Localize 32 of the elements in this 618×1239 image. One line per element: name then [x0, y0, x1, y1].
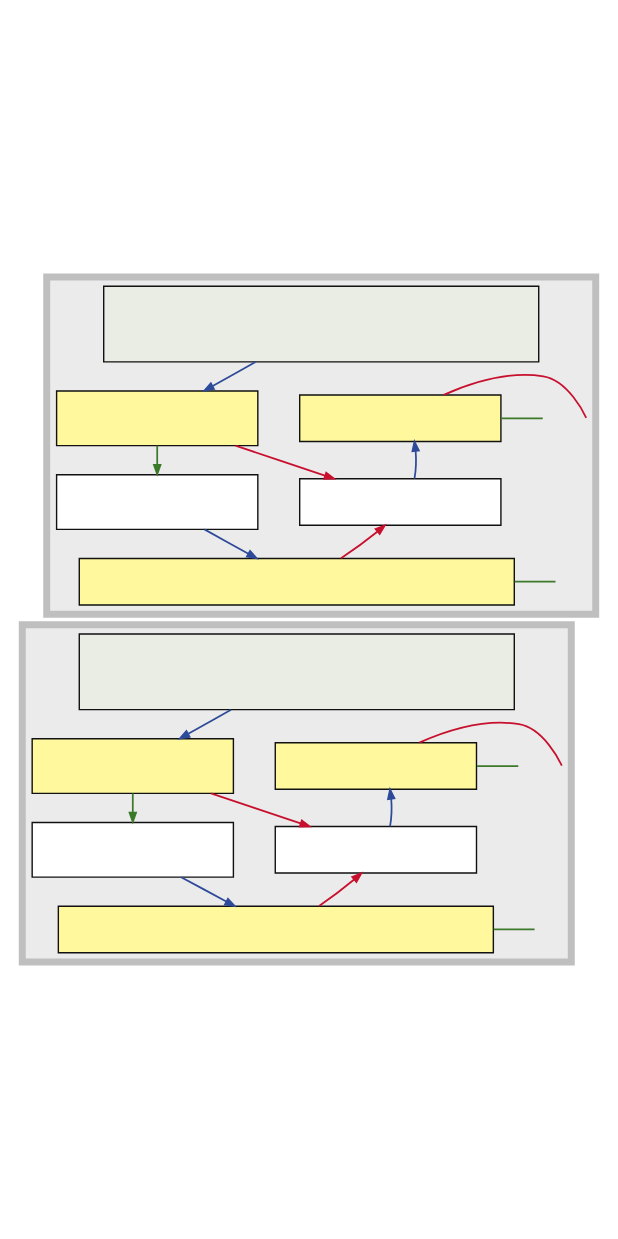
node-box — [103, 285, 540, 363]
node-box — [55, 474, 259, 531]
node-box — [299, 478, 502, 526]
connector — [500, 417, 544, 420]
arrow — [234, 444, 337, 480]
arrow — [210, 792, 313, 828]
node-box — [78, 633, 515, 711]
connector — [442, 374, 588, 419]
arrow — [411, 439, 421, 480]
arrow — [202, 361, 257, 392]
arrow — [152, 444, 162, 477]
node-box — [31, 738, 235, 795]
connector — [476, 765, 520, 767]
arrow — [177, 709, 232, 740]
arrow — [128, 792, 138, 825]
node-box — [78, 557, 515, 606]
arrow — [340, 523, 387, 560]
cluster — [43, 273, 600, 618]
node-box — [31, 821, 235, 878]
arrow — [318, 871, 364, 907]
node-box — [274, 742, 478, 791]
arrow — [386, 786, 396, 828]
arrow — [203, 528, 259, 560]
connector — [492, 928, 536, 931]
node-box — [57, 905, 495, 954]
connector — [513, 580, 557, 583]
node-box — [274, 825, 478, 874]
connector — [418, 721, 563, 767]
node-box — [299, 394, 502, 443]
node-box — [55, 390, 259, 447]
cluster — [18, 621, 575, 966]
arrow — [180, 876, 237, 908]
